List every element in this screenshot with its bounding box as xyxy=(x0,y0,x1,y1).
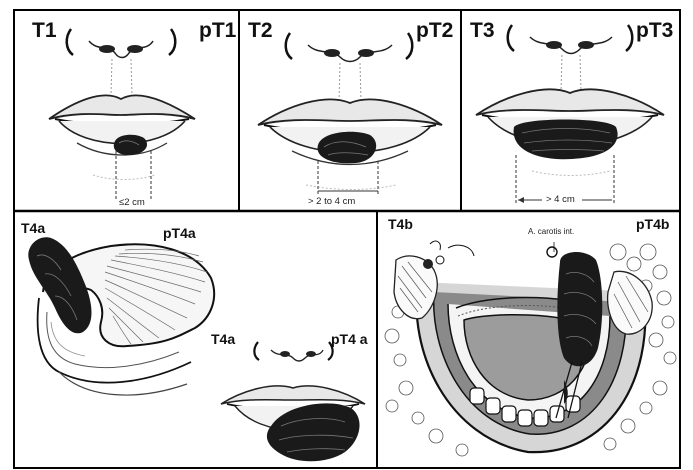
pt4a-label: pT4a xyxy=(163,226,196,240)
t4a-mandible-drawing xyxy=(15,212,376,467)
panel-t4b: T4b pT4b A. carotis int. xyxy=(378,212,679,467)
panel-t1: T1 pT1 ≤2 cm xyxy=(15,11,238,210)
pt4a-inset-label: pT4 a xyxy=(331,332,368,346)
panel-t3: T3 pT3 > 4 cm xyxy=(462,11,679,210)
t2-label: T2 xyxy=(248,20,273,41)
pt2-label: pT2 xyxy=(416,20,453,41)
panel-t4a: T4a pT4a T4a pT4 a xyxy=(15,212,376,467)
t4b-cross-section-drawing xyxy=(378,212,679,467)
t3-label: T3 xyxy=(470,20,495,41)
carotis-annotation: A. carotis int. xyxy=(528,228,574,236)
t1-measure-text: ≤2 cm xyxy=(119,198,145,208)
t4a-inset-label: T4a xyxy=(211,332,235,346)
panel-t2: T2 pT2 > 2 to 4 cm xyxy=(240,11,460,210)
pt3-label: pT3 xyxy=(636,20,673,41)
t2-measure-text: > 2 to 4 cm xyxy=(308,197,355,207)
pt1-label: pT1 xyxy=(199,20,236,41)
t4a-label: T4a xyxy=(21,221,45,235)
t3-measure-text: > 4 cm xyxy=(546,195,575,205)
t4b-label: T4b xyxy=(388,217,413,231)
pt4b-label: pT4b xyxy=(636,217,669,231)
t1-label: T1 xyxy=(32,20,57,41)
